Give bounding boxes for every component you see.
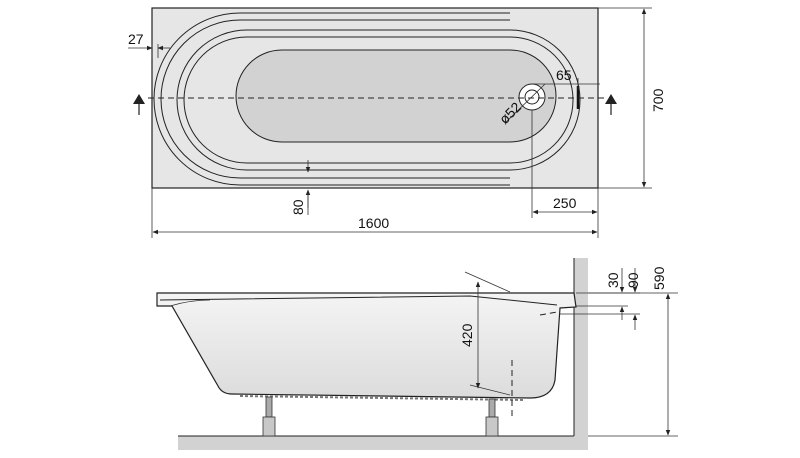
outer-groove — [153, 12, 510, 186]
middle-rim — [176, 29, 581, 171]
dim-65: 65 — [532, 67, 600, 90]
dim-590: 590 — [588, 266, 678, 437]
leg-right — [485, 398, 499, 437]
outer-groove-inner — [160, 19, 510, 179]
leg-left — [262, 396, 276, 437]
dim-drain-right-label: 65 — [556, 67, 572, 83]
dim-420: 420 — [459, 271, 511, 396]
leg-frame — [239, 395, 526, 401]
tub-rim-line — [159, 295, 558, 306]
dim-250: 250 — [531, 110, 599, 218]
floor — [178, 436, 588, 450]
dim-overflow-label: 90 — [625, 272, 641, 288]
dim-width-label: 1600 — [358, 215, 389, 231]
dim-80: 80 — [290, 160, 311, 215]
dim-height-label: 700 — [650, 88, 666, 112]
tub-inner-edge — [169, 299, 211, 307]
dim-rim-label: 30 — [605, 272, 621, 288]
dim-30-90: 30 90 — [560, 268, 641, 330]
dim-total-height-label: 590 — [651, 266, 667, 290]
middle-rim-inner — [183, 36, 574, 164]
overflow-axis — [539, 311, 558, 316]
dim-27: 27 — [128, 31, 170, 58]
dim-drain-offset-label: 250 — [553, 195, 577, 211]
tub-body — [156, 292, 577, 399]
wall — [574, 258, 588, 438]
section-arrow-left — [133, 94, 145, 115]
dim-depth-label: 420 — [459, 323, 475, 347]
dim-side-label: 27 — [128, 31, 144, 47]
side-view: 420 30 90 590 — [156, 258, 678, 450]
inner-basin — [235, 49, 557, 143]
dim-1600: 1600 — [151, 188, 599, 238]
top-view: 27 65 ø52 80 250 — [128, 7, 666, 238]
section-arrow-right — [605, 94, 617, 115]
dim-center-label: 80 — [290, 199, 306, 215]
dim-700: 700 — [598, 7, 666, 189]
